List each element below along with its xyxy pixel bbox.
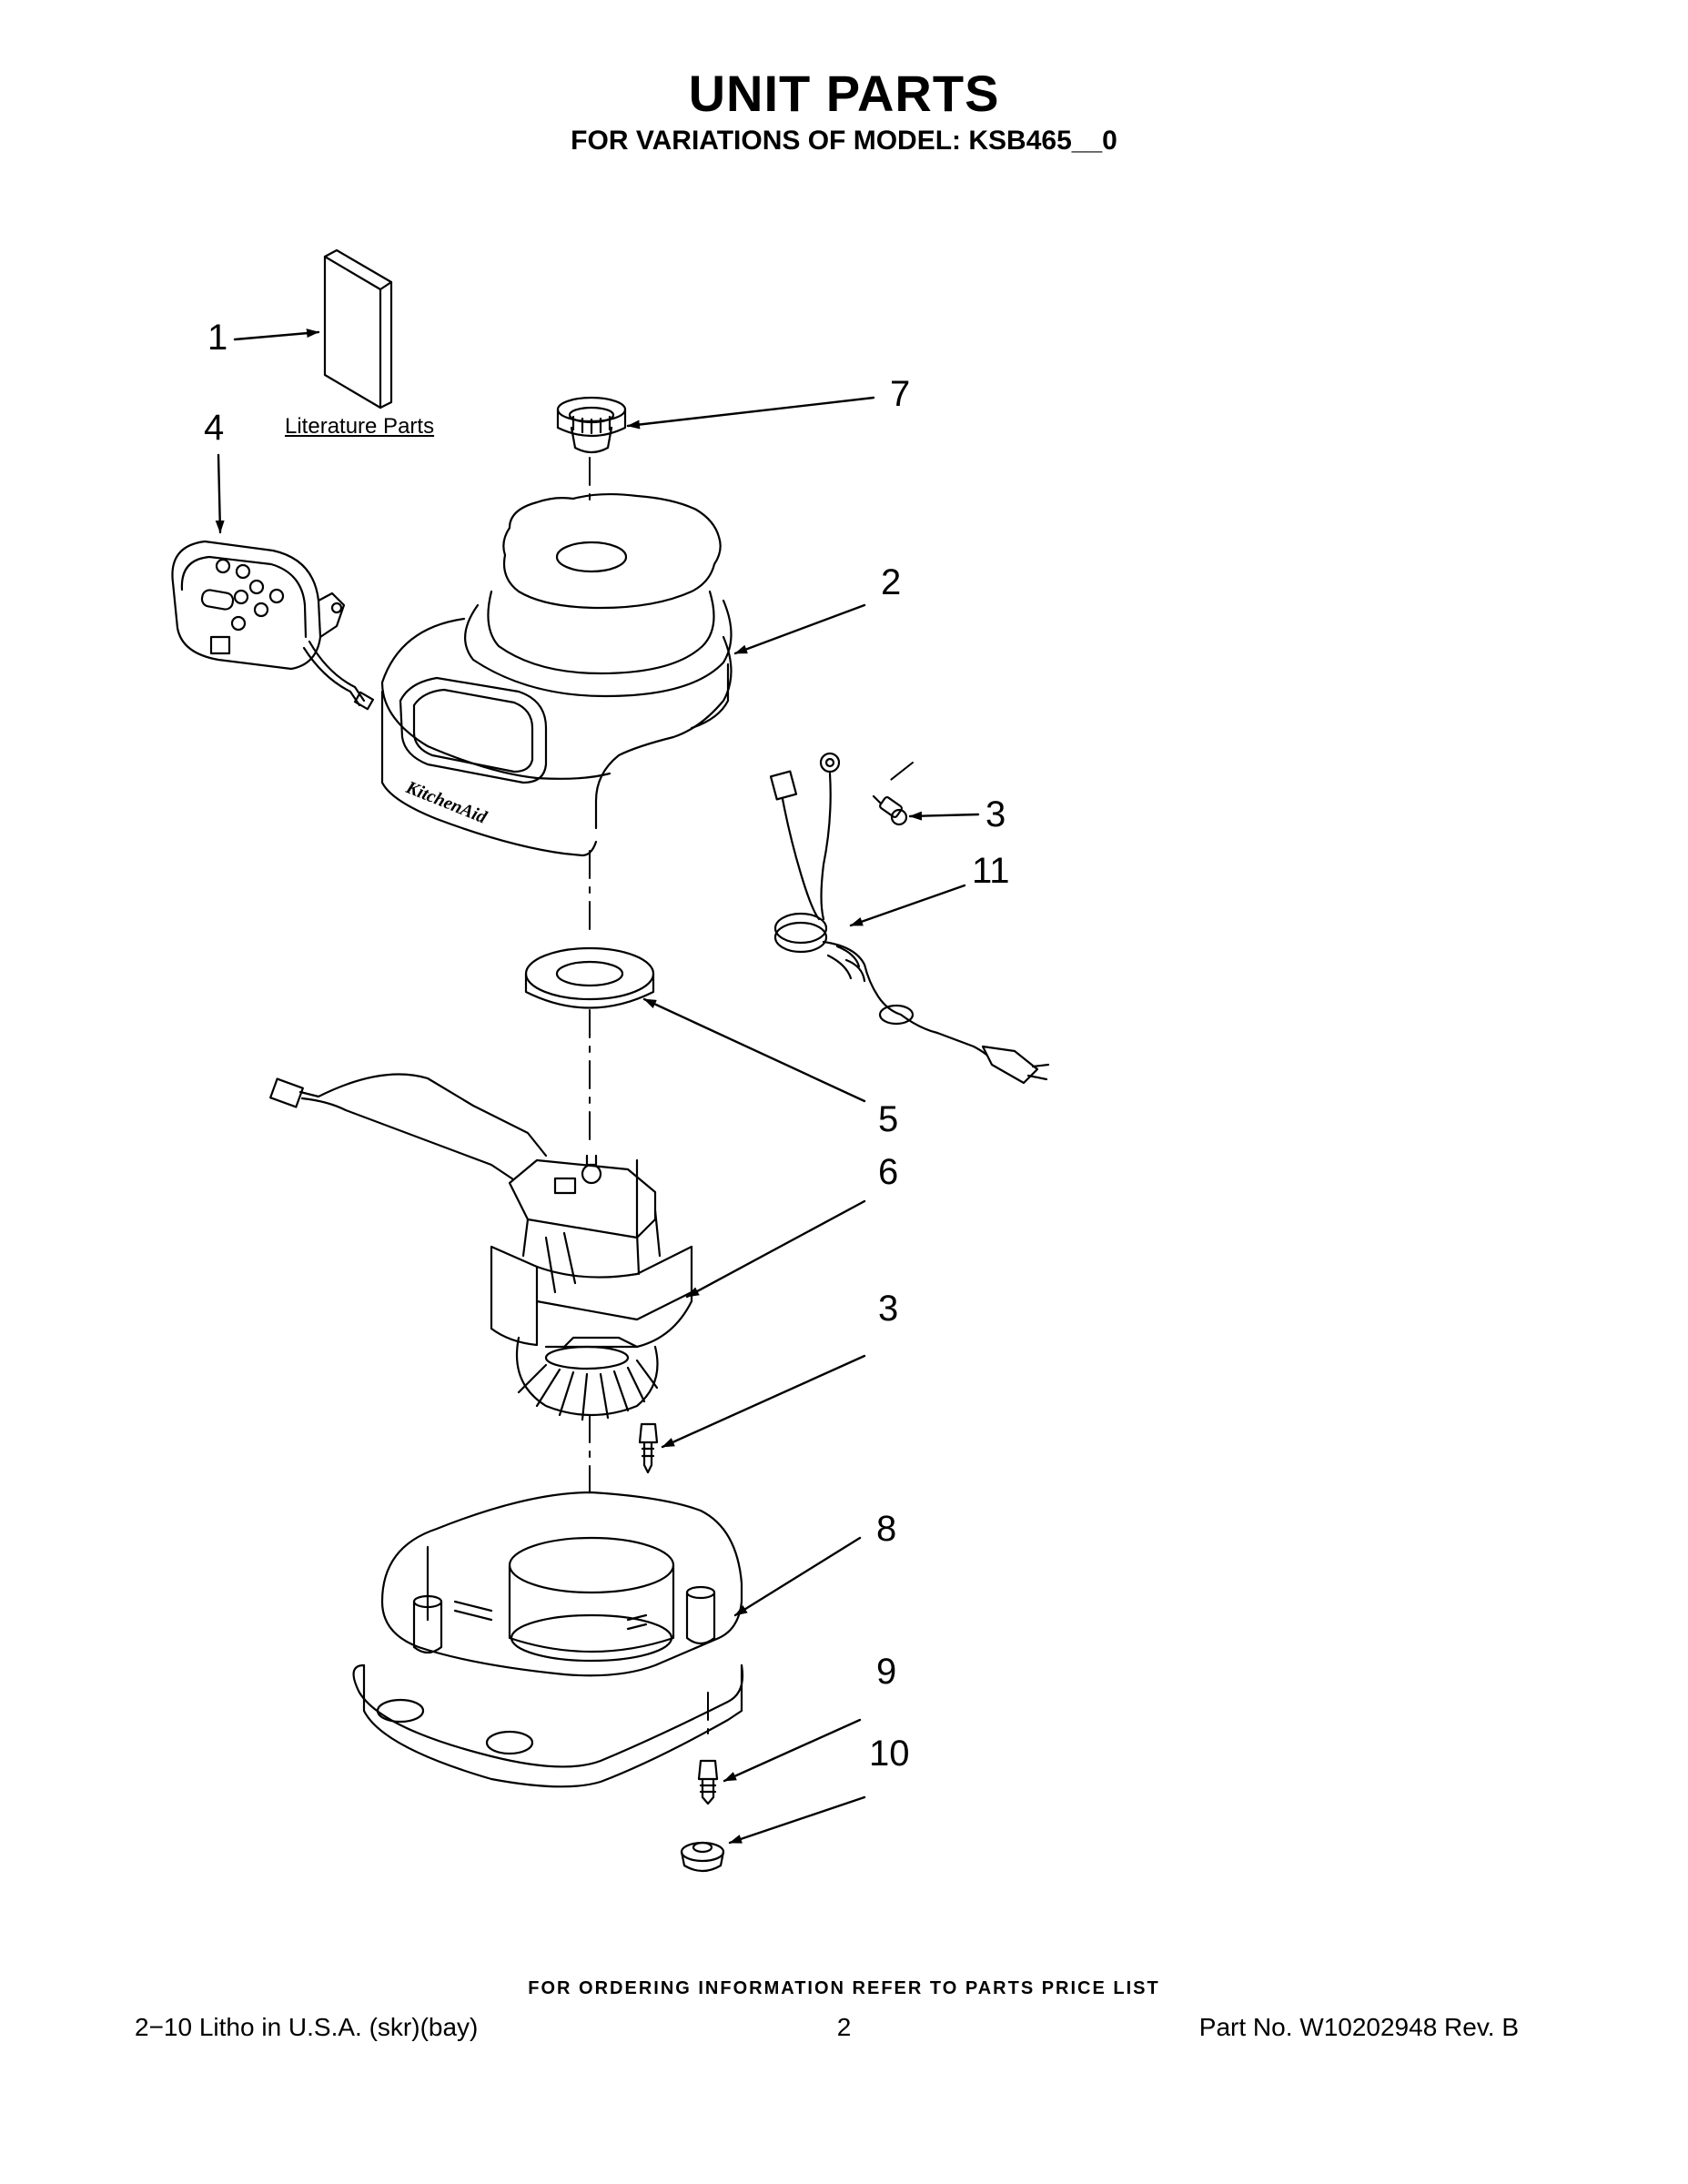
literature-booklet [323,248,393,410]
callout-9: 9 [876,1652,897,1692]
cord-screw [872,794,908,826]
callout-1: 1 [207,318,228,358]
motor-assembly [269,1073,693,1421]
callout-3-lower: 3 [878,1289,899,1329]
rubber-foot [680,1841,725,1873]
callout-10: 10 [869,1734,910,1774]
motor-screw [638,1422,659,1474]
base-housing: KitchenAid [380,493,733,857]
ordering-info: FOR ORDERING INFORMATION REFER TO PARTS … [528,1978,1160,1998]
kitchenaid-logo: KitchenAid [402,777,490,828]
part-number: Part No. W10202948 Rev. B [1198,2013,1519,2041]
control-panel [171,540,375,711]
page-title: UNIT PARTS [688,65,1000,122]
callout-5: 5 [878,1099,899,1139]
foot-screw [697,1759,719,1805]
literature-parts-label: Literature Parts [285,414,435,439]
gasket-ring [524,946,655,1009]
callout-2: 2 [881,562,902,602]
power-cord [769,752,1050,1085]
base-bottom [352,1491,744,1788]
page-subtitle: FOR VARIATIONS OF MODEL: KSB465__0 [571,126,1117,156]
callout-11: 11 [972,851,1010,891]
callout-8: 8 [876,1509,897,1549]
page-number: 2 [836,2013,852,2041]
callout-3-upper: 3 [986,794,1006,834]
leader-arrows [215,329,980,1845]
drive-bearing [556,396,627,454]
callout-4: 4 [204,408,225,448]
callout-7: 7 [890,374,911,414]
assembly-axis [589,457,914,1734]
litho-info: 2−10 Litho in U.S.A. (skr)(bay) [135,2013,479,2041]
callout-6: 6 [878,1152,899,1192]
